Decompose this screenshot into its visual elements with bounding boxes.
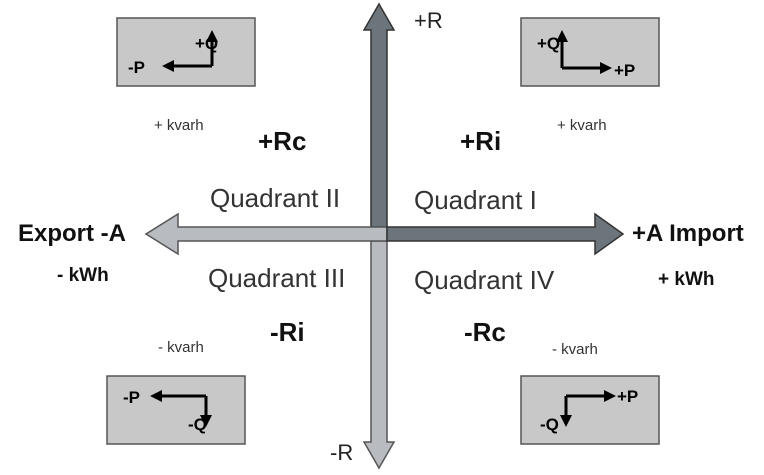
q1-vector-box: +Q +P	[520, 17, 660, 87]
q3-vector-box: -P -Q	[106, 375, 246, 445]
q3-name: Quadrant III	[208, 263, 346, 293]
negative-reactive-label: -R	[330, 440, 354, 465]
import-unit: + kWh	[658, 269, 715, 290]
q1-reactive-label: +Ri	[460, 126, 502, 156]
positive-reactive-label: +R	[414, 8, 443, 33]
q2-vector-box: -P +Q	[116, 17, 256, 87]
q3-kvarh: - kvarh	[158, 339, 204, 356]
q2-reactive-label: +Rc	[258, 126, 307, 156]
export-arrow	[144, 212, 388, 256]
q4-name: Quadrant IV	[414, 265, 555, 295]
q4-p-label: +P	[617, 387, 638, 406]
q4-vector-box: +P -Q	[520, 375, 660, 445]
q4-kvarh: - kvarh	[552, 341, 598, 358]
negative-reactive-arrow	[362, 240, 396, 470]
q1-p-label: +P	[614, 61, 635, 80]
q4-q-label: -Q	[540, 415, 559, 434]
q2-name: Quadrant II	[210, 183, 341, 213]
q2-q-label: +Q	[195, 34, 218, 53]
q1-name: Quadrant I	[414, 185, 537, 215]
q2-p-label: -P	[128, 58, 145, 77]
q1-kvarh: + kvarh	[557, 117, 607, 134]
export-label: Export -A	[18, 220, 126, 247]
q2-kvarh: + kvarh	[154, 117, 204, 134]
q4-reactive-label: -Rc	[464, 317, 506, 347]
export-unit: - kWh	[57, 265, 109, 286]
q3-reactive-label: -Ri	[270, 317, 305, 347]
q1-q-label: +Q	[537, 34, 560, 53]
q3-p-label: -P	[123, 388, 140, 407]
positive-reactive-arrow	[362, 2, 396, 228]
import-label: +A Import	[632, 220, 744, 247]
q3-q-label: -Q	[188, 415, 207, 434]
import-arrow	[386, 212, 625, 256]
